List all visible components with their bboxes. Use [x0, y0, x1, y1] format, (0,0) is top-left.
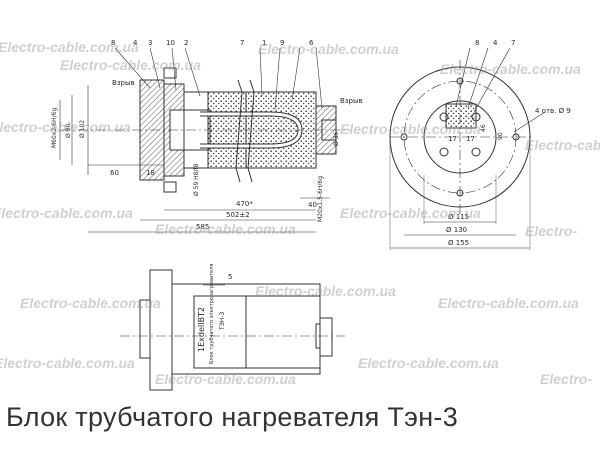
- callout-9: 9: [280, 39, 285, 47]
- watermark: Electro-cable.com.ua: [155, 371, 296, 387]
- note-vzryv-left: Взрыв: [112, 79, 135, 87]
- callout-4-right: 4: [493, 39, 498, 47]
- watermark: Electro-cable.com.ua: [0, 119, 131, 135]
- watermark: Electro-cable.com.ua: [258, 41, 399, 57]
- watermark: Electro-cable.com.ua: [0, 355, 135, 371]
- dim-17b: 17: [466, 135, 475, 143]
- callout-3: 3: [148, 39, 153, 47]
- callout-6: 6: [309, 39, 314, 47]
- watermark: Electro-cable.com.ua: [525, 137, 600, 153]
- dim-130: Ø 130: [446, 226, 468, 234]
- ext-cap: [319, 317, 333, 357]
- dim-470: 470*: [236, 200, 253, 208]
- dim-17: 17: [448, 135, 457, 143]
- caption-title: Блок трубчатого нагревателя Тэн-3: [6, 402, 459, 432]
- external-view: [120, 269, 345, 391]
- dim-502: 502±2: [226, 211, 250, 219]
- watermark: Electro-cable.com.ua: [20, 295, 161, 311]
- dim-585: 585: [196, 223, 210, 231]
- flange-bolt-bottom: [163, 181, 177, 193]
- dim-115: Ø 115: [448, 213, 470, 221]
- dim-18: 18: [146, 169, 155, 177]
- callout-7-left: 7: [240, 39, 245, 47]
- nameplate-marking: 1ExdeIIBT2: [197, 306, 206, 352]
- note-vzryv-right: Взрыв: [340, 97, 363, 105]
- callout-5: 5: [228, 273, 233, 281]
- watermark: Electro-cable.com.ua: [0, 39, 139, 55]
- dim-90: 90: [497, 132, 504, 140]
- end-view: [389, 47, 546, 250]
- break-line-1: [235, 79, 243, 183]
- watermark: Electro-cable.com.ua: [340, 121, 481, 137]
- nameplate-model: ТЭН-3: [219, 311, 226, 330]
- watermark: Electro-cable.com.ua: [358, 355, 499, 371]
- watermark: Electro-cable.com.ua: [0, 205, 133, 221]
- watermark: Electro-: [540, 371, 593, 387]
- watermark: Electro-cable.com.ua: [60, 57, 201, 73]
- dim-46: 46: [480, 124, 487, 132]
- dim-holes: 4 отв. Ø 9: [535, 107, 571, 115]
- callout-8-right: 8: [475, 39, 480, 47]
- section-view: [59, 47, 350, 233]
- bolt-hole-left: [400, 133, 408, 141]
- terminal-block: [445, 103, 477, 129]
- callout-7-right: 7: [511, 39, 516, 47]
- watermark: Electro-cable.com.ua: [438, 295, 579, 311]
- callout-4-left: 4: [133, 39, 138, 47]
- watermark: Electro-cable.com.ua: [255, 283, 396, 299]
- dim-60: 60: [110, 169, 119, 177]
- watermark: Electro-cable.com.ua: [440, 61, 581, 77]
- dim-40: 40: [308, 201, 317, 209]
- break-line-2: [247, 79, 255, 183]
- flange-bolt-top: [163, 67, 177, 79]
- nameplate-title: Блок трубчатого электронагревателя: [209, 263, 215, 364]
- note-dia-pipe: Ø 59 H8/f8: [193, 163, 200, 196]
- callout-10: 10: [166, 39, 175, 47]
- watermark: Electro-: [525, 223, 578, 239]
- watermark: Electro-cable.com.ua: [340, 205, 481, 221]
- callout-8-left: 8: [111, 39, 116, 47]
- note-thread-right: M20x1,5-6H/6g: [317, 175, 324, 222]
- watermark: Electro-cable.com.ua: [155, 221, 296, 237]
- dim-155: Ø 155: [448, 239, 470, 247]
- callout-1: 1: [262, 39, 267, 47]
- ext-box: [245, 295, 321, 369]
- callout-2: 2: [184, 39, 189, 47]
